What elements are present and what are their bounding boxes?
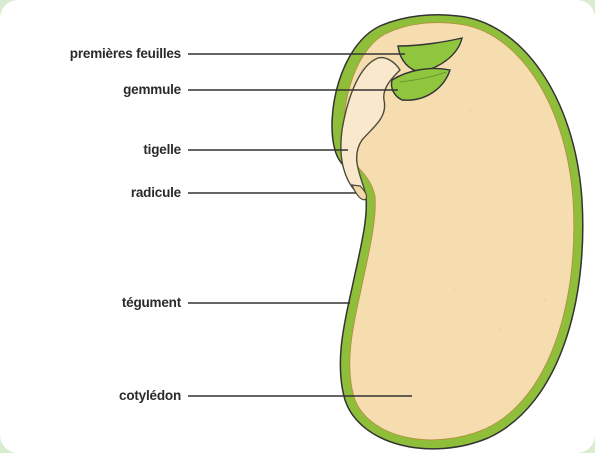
label-tigelle: tigelle <box>143 142 181 157</box>
label-gemmule: gemmule <box>123 82 182 97</box>
label-cotyledon: cotylédon <box>119 388 181 403</box>
label-premieres-feuilles: premières feuilles <box>70 46 181 61</box>
label-tegument: tégument <box>122 295 182 310</box>
label-radicule: radicule <box>131 185 182 200</box>
